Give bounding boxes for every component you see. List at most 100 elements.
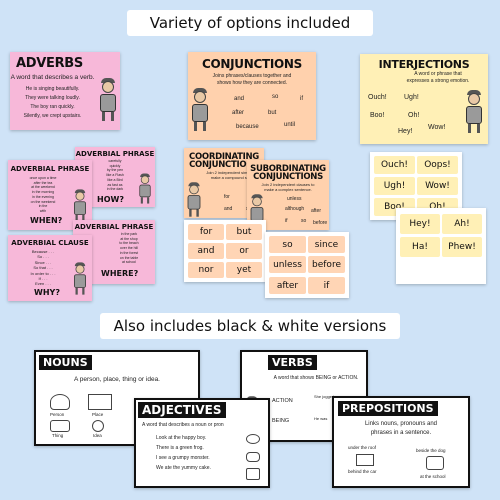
question-label: WHY?: [34, 288, 60, 297]
top-banner: Variety of options included: [127, 10, 373, 36]
clause-line: Since . . .: [34, 259, 52, 265]
adverbs-card: ADVERBS A word that describes a verb. He…: [10, 52, 120, 130]
coordinating-title: CONJUNCTIONS: [189, 160, 259, 170]
conjunction-word: before: [313, 220, 328, 226]
word-card: if: [308, 277, 345, 294]
adverbs-desc: A word that describes a verb.: [10, 74, 95, 81]
word-card: since: [308, 236, 345, 253]
phrase-line: at the shop: [120, 236, 138, 241]
interjections-desc: A word or phrase that: [414, 71, 462, 77]
subordinating-conjunctions-card: SUBORDINATING CONJUNCTIONS Join 2 indepe…: [247, 160, 329, 230]
card-title: ADVERBIAL PHRASE: [74, 223, 154, 231]
preposition-example: beside the dog: [416, 448, 446, 453]
word-card: Ha!: [400, 237, 440, 257]
conjunction-word: if: [300, 96, 303, 102]
conjunction-word: until: [284, 122, 296, 128]
interjection-word-cards: Hey! Ah! Ha! Phew!: [396, 208, 486, 284]
phrase-line: in the forest: [119, 250, 139, 255]
adverbs-example: They were talking loudly.: [25, 95, 80, 102]
phrase-line: in the park: [120, 232, 138, 236]
clause-line: Even . . .: [35, 281, 51, 287]
verb-label: BEING: [272, 418, 290, 424]
conjunction-word: so: [272, 94, 279, 100]
kid-illustration: [187, 182, 201, 217]
word-card: for: [188, 224, 224, 240]
noun-label: Person: [50, 412, 65, 417]
interjection-word: Ouch!: [368, 94, 387, 101]
interjection-word: Ugh!: [404, 94, 419, 101]
word-card: or: [226, 243, 262, 259]
phrase-line: in the: [38, 204, 48, 209]
clause-line: So that . . .: [33, 265, 53, 271]
phrase-line: at the weekend: [31, 185, 55, 190]
prepositions-desc: Links nouns, pronouns and: [364, 421, 438, 427]
adjective-example: I see a grumpy monster.: [156, 455, 210, 462]
bottom-banner: Also includes black & white versions: [100, 313, 400, 339]
preposition-example: at the school: [420, 474, 446, 479]
preposition-example: behind the car: [348, 469, 377, 474]
interjections-desc: expresses a strong emotion.: [406, 78, 470, 85]
noun-label: Place: [92, 412, 104, 417]
adjectives-card: ADJECTIVES A word that describes a noun …: [134, 398, 270, 488]
word-card: Ouch!: [374, 156, 415, 174]
interjection-word: Hey!: [398, 128, 413, 135]
conjunction-word: unless: [287, 196, 302, 202]
conjunction-word: but: [268, 110, 277, 116]
conjunctions-title: CONJUNCTIONS: [201, 57, 303, 71]
person-image: [50, 394, 70, 410]
conjunction-word: for: [224, 194, 230, 200]
subordinating-title: SUBORDINATING: [250, 164, 326, 174]
noun-label: Thing: [52, 433, 64, 438]
word-card: but: [226, 224, 262, 240]
subordinating-desc: make a complex sentence.: [264, 187, 312, 193]
phrase-line: carefully: [108, 159, 122, 163]
phrase-line: at school: [121, 260, 136, 265]
noun-label: Idea: [93, 433, 102, 438]
adjective-example: Look at the happy boy.: [156, 435, 207, 442]
card-title: ADVERBIAL PHRASE: [75, 150, 155, 158]
kid-illustration: [74, 189, 86, 222]
adjectives-desc: A word that describes a noun or pron: [142, 422, 224, 428]
card-title: ADVERBIAL PHRASE: [10, 165, 90, 173]
word-card: and: [188, 243, 224, 259]
interjection-word: Wow!: [428, 124, 446, 131]
phrase-line: after the tea: [33, 180, 53, 185]
phrase-line: like a Flash: [106, 173, 124, 178]
phrase-line: in the evening: [32, 194, 54, 199]
word-card: nor: [188, 262, 224, 278]
question-label: WHERE?: [101, 269, 139, 278]
conjunction-word: so: [301, 218, 307, 224]
word-card: so: [269, 236, 306, 253]
conjunction-word: and: [234, 96, 245, 102]
conjunction-word: and: [224, 206, 233, 212]
adverbs-title: ADVERBS: [16, 56, 83, 71]
adjective-image: [246, 434, 260, 444]
phrase-line: over the hill: [120, 246, 138, 251]
question-label: WHEN?: [30, 216, 63, 225]
adverbs-example: He is singing beautifully.: [25, 86, 80, 93]
conjunction-word: after: [311, 208, 322, 214]
phrase-line: like a Bird: [107, 177, 123, 182]
verbs-title: VERBS: [268, 355, 317, 370]
kid-illustration: [139, 173, 151, 204]
prepositions-desc: phrases in a sentence.: [370, 429, 432, 436]
word-card: Ugh!: [374, 177, 415, 195]
phrase-line: as fast as: [107, 182, 123, 187]
word-card: Wow!: [417, 177, 458, 195]
subordinating-desc: Join 2 independent clauses to: [261, 181, 315, 187]
coordinating-desc: make a compound sen: [210, 175, 252, 181]
preposition-image: [426, 456, 444, 470]
card-title: ADVERBIAL CLAUSE: [11, 239, 89, 247]
conjunction-word: although: [285, 206, 305, 212]
conjunctions-card: CONJUNCTIONS Joins phrases/clauses toget…: [188, 52, 316, 140]
conjunctions-desc: shows how they are connected.: [216, 80, 288, 87]
interjection-word: Boo!: [370, 112, 385, 119]
adjectives-title: ADJECTIVES: [138, 402, 226, 418]
phrase-line: with: [39, 209, 47, 214]
preposition-image: [356, 454, 374, 466]
idea-image: [92, 420, 104, 432]
thing-image: [50, 420, 70, 432]
phrase-line: on the weekend: [30, 199, 56, 204]
phrase-line: once upon a time: [29, 176, 57, 180]
adjective-example: There is a green frog.: [156, 445, 204, 452]
